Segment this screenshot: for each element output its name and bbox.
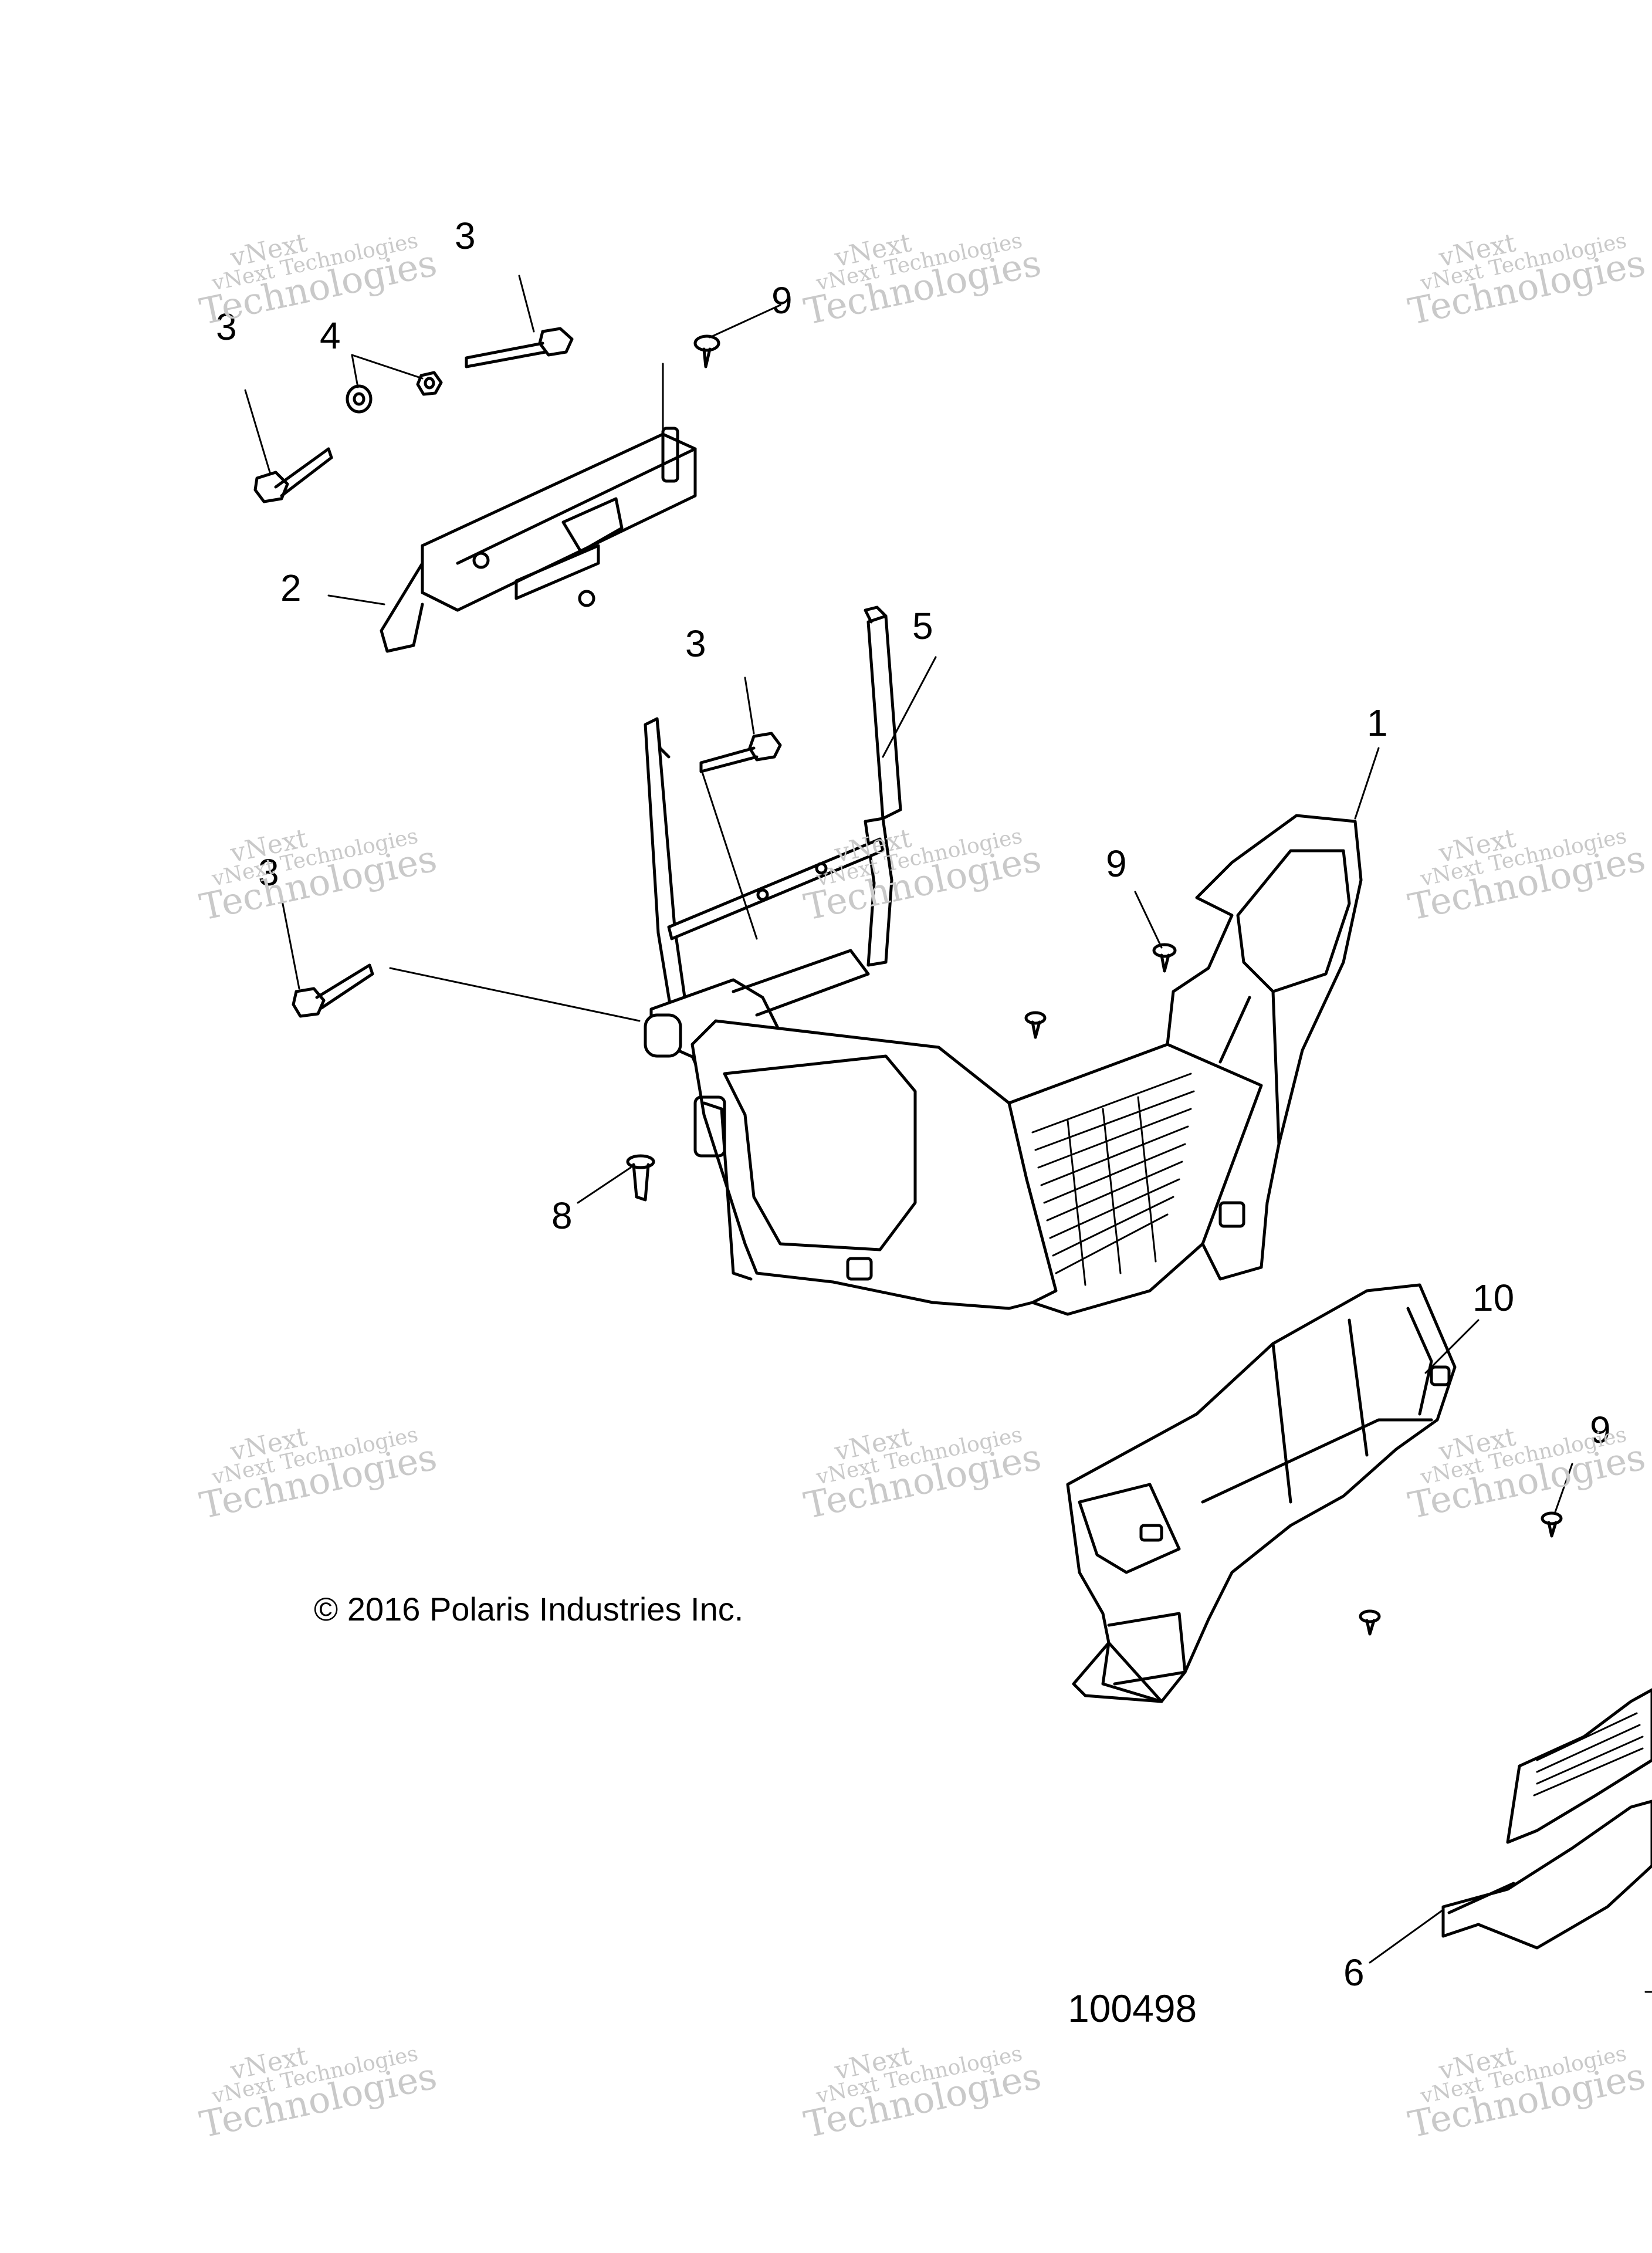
callout-6: 6 xyxy=(1343,1951,1365,1994)
callout-3-left: 3 xyxy=(216,306,237,348)
bolt-part-3-a xyxy=(253,447,333,503)
nut-part-4 xyxy=(346,371,443,414)
skid-part-6 xyxy=(1441,1688,1652,1950)
bolt-part-3-d xyxy=(292,963,374,1018)
callout-10: 10 xyxy=(1472,1277,1515,1319)
front-grille-part-1 xyxy=(690,814,1363,1316)
bolt-part-3-b xyxy=(465,327,574,368)
callout-9-middle: 9 xyxy=(1106,843,1127,885)
callout-5: 5 xyxy=(912,605,933,647)
screw-part-9-a xyxy=(693,334,720,368)
copyright-text: © 2016 Polaris Industries Inc. xyxy=(314,1591,744,1628)
callout-8: 8 xyxy=(551,1195,573,1237)
callout-9-top: 9 xyxy=(771,279,793,322)
screw-part-9-b xyxy=(1024,943,1177,1039)
callout-9-lower: 9 xyxy=(1590,1409,1611,1451)
callout-2: 2 xyxy=(280,567,302,609)
callout-3-middle: 3 xyxy=(685,623,706,665)
callout-1: 1 xyxy=(1367,702,1388,744)
callout-3-top: 3 xyxy=(455,215,476,257)
bolt-part-3-c xyxy=(699,732,782,773)
lower-bumper-part-10 xyxy=(1066,1283,1563,1703)
clip-part-8 xyxy=(626,1154,655,1202)
figure-number: 100498 xyxy=(1068,1987,1197,2030)
callout-3-lower: 3 xyxy=(258,851,279,894)
leader-lines xyxy=(244,275,1652,1993)
callout-4: 4 xyxy=(320,314,341,357)
bracket-part-2 xyxy=(380,427,697,653)
